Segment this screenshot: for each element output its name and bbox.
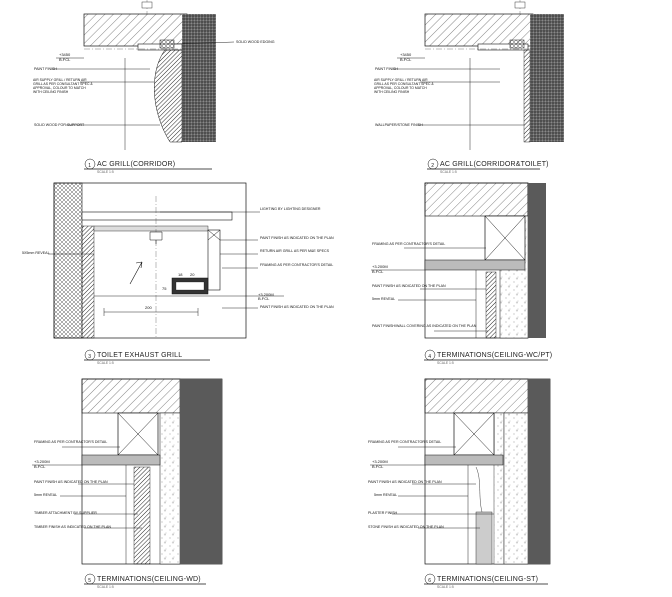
level-mark: +3.200M [34, 459, 50, 464]
label: PAINT FINISH AS INDICATED ON THE PLAN [368, 480, 442, 484]
label: AIR SUPPLY GRILL / RETURN AIR GRILL AS P… [33, 78, 93, 94]
light-fixture [149, 231, 163, 244]
detail-scale: SCALE 1:5 [437, 585, 454, 589]
label: PAINT FINISH AS INDICATED ON THE PLAN [372, 284, 446, 288]
label: STONE FINISH AS INDICATED ON THE PLAN [368, 525, 444, 529]
detail-4: +3.200M B.FCL FRAMING AS PER CONTRACTOR'… [371, 182, 552, 365]
label: SOLID WOOD FOR SUPPORT [34, 123, 85, 127]
dim-text: 20 [190, 272, 195, 277]
level-sub: B.FCL [34, 464, 46, 469]
wall-finish [81, 225, 95, 339]
label: FRAMING AS PER CONTRACTOR'S DETAIL [372, 242, 445, 246]
label: FRAMING AS PER CONTRACTOR'S DETAIL [368, 440, 441, 444]
level-mark: +3.200M [372, 459, 388, 464]
wood-edging [159, 39, 175, 49]
ceiling-board [93, 225, 209, 232]
detail-6: +3.200M B.FCL FRAMING AS PER CONTRACTOR'… [368, 378, 551, 589]
stone-edge [475, 466, 483, 513]
airflow-arrow-icon [129, 261, 143, 285]
dim-text: 18 [178, 272, 183, 277]
detail-number: 3 [88, 354, 91, 360]
detail-title: TERMINATIONS(CEILING-ST) [437, 576, 538, 583]
label: PAINT FINISH AS INDICATED ON THE PLAN [34, 480, 108, 484]
detail-scale: SCALE 1:5 [97, 361, 114, 365]
curved-fascia [154, 49, 183, 143]
detail-title: TERMINATIONS(CEILING-WD) [97, 576, 201, 583]
level-sub: B.FCL [372, 464, 384, 469]
ceiling-slab [81, 211, 233, 221]
detail-number: 2 [431, 163, 434, 169]
label: PAINT FINISH/WALL COVERING AS INDICATED … [372, 324, 477, 328]
label: PAINT FINISH [34, 67, 57, 71]
wallpaper-strip [523, 49, 531, 143]
concrete-wall [503, 412, 529, 565]
label: 5mm REVEAL [374, 493, 397, 497]
stone-finish [475, 511, 493, 565]
detail-title: TERMINATIONS(CEILING-WC/PT) [437, 352, 552, 359]
label: FRAMING AS PER CONTRACTOR'S DETAIL [34, 440, 107, 444]
level-mark: +3450 [400, 52, 412, 57]
detail-2: +3450 B.FCL PAINT FINISH AIR SUPPLY GRIL… [374, 0, 564, 174]
level-sub: B.FCL [59, 57, 71, 62]
grill-cross [207, 229, 221, 241]
level-mark: +3.200M [372, 264, 388, 269]
detail-scale: SCALE 1:5 [440, 170, 457, 174]
detail-number: 4 [428, 354, 431, 360]
label: PAINT FINISH AS INDICATED ON THE PLAN [260, 305, 334, 309]
plaster-layer [493, 412, 505, 565]
concrete-wall [159, 412, 181, 565]
detail-title: AC GRILL(CORRIDOR) [97, 161, 175, 168]
label: 5X5mm REVEAL [22, 251, 50, 255]
label: PLASTER FINISH [368, 511, 398, 515]
level-sub: B.FCL [258, 296, 270, 301]
label: TIMBER ATTACHMENT BY SUPPLIER [34, 511, 97, 515]
detail-title: TOILET EXHAUST GRILL [97, 352, 182, 359]
label: LIGHTING BY LIGHTING DESIGNER [260, 207, 321, 211]
wood-edging [509, 39, 525, 49]
grill-box [207, 229, 221, 291]
level-mark: +3.200M [258, 292, 274, 297]
label: TIMBER FINISH AS INDICATED ON THE PLAN [34, 525, 111, 529]
ceiling-board [424, 454, 504, 466]
dim-text: 75 [162, 286, 167, 291]
wall-hatch [53, 182, 83, 339]
finish-strip [485, 271, 497, 339]
masonry-wall [182, 14, 216, 142]
masonry-wall [530, 14, 564, 142]
detail-1: +3450 B.FCL SOLID WOOD EDGING PAINT FINI… [33, 0, 275, 174]
dark-wall [528, 183, 546, 338]
label: FRAMING AS PER CONTRACTOR'S DETAIL [260, 263, 333, 267]
detail-scale: SCALE 1:5 [437, 361, 454, 365]
detail-number: 5 [88, 578, 91, 584]
level-mark: +3450 [59, 52, 71, 57]
slab-hatch [81, 378, 181, 414]
detail-3: 200 18 20 75 +3.200M B.FCL LIGHTING BY L… [22, 182, 334, 365]
label: AIR SUPPLY GRILL / RETURN AIR GRILL AS P… [374, 78, 434, 94]
label: 5mm REVEAL [372, 297, 395, 301]
label: 5mm REVEAL [34, 493, 57, 497]
dark-wall [180, 379, 222, 564]
slab-hatch [424, 182, 529, 217]
label: WALLPAPER/STONE FINISH [375, 123, 423, 127]
dark-wall [528, 379, 550, 564]
ceiling-board [424, 259, 526, 271]
dim-text: 200 [145, 305, 152, 310]
detail-scale: SCALE 1:5 [97, 585, 114, 589]
label: RETURN AIR GRILL AS PER M&E SPECS [260, 249, 330, 253]
slab-hatch [424, 378, 529, 414]
level-sub: B.FCL [400, 57, 412, 62]
detail-number: 6 [428, 578, 431, 584]
label: PAINT FINISH AS INDICATED ON THE PLAN [260, 236, 334, 240]
label: PAINT FINISH [375, 67, 398, 71]
detail-title: AC GRILL(CORRIDOR&TOILET) [440, 161, 549, 168]
ceiling-frame [477, 43, 529, 51]
detail-number: 1 [88, 163, 91, 169]
detail-scale: SCALE 1:5 [97, 170, 114, 174]
level-sub: B.FCL [372, 269, 384, 274]
label: SOLID WOOD EDGING [236, 40, 275, 44]
timber-finish [133, 466, 151, 565]
ceiling-board [81, 454, 161, 466]
detail-5: +3.200M B.FCL FRAMING AS PER CONTRACTOR'… [32, 378, 223, 589]
